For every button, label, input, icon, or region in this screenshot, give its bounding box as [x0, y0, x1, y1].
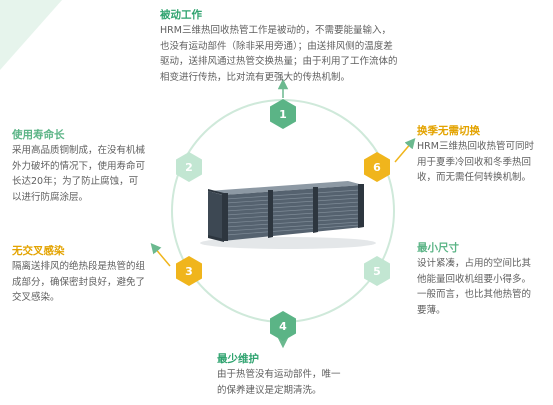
feature-desc: 隔离送排风的绝热段是热管的组 成部分，确保密封良好，避免了 交叉感染。 [12, 261, 146, 303]
feature-title: 无交叉感染 [12, 245, 65, 257]
feature-no-season-switch: 换季无需切换 HRM三维热回收热管可同时 用于夏季冷回收和冬季热回 收，而无需任… [417, 124, 551, 186]
feature-title: 使用寿命长 [12, 129, 65, 141]
arrow-left [150, 242, 171, 267]
feature-no-cross-infection: 无交叉感染 隔离送排风的绝热段是热管的组 成部分，确保密封良好，避免了 交叉感染… [12, 244, 172, 306]
corner-decoration [0, 0, 62, 70]
hex-number-6: 6 [373, 160, 381, 174]
feature-desc: HRM三维热回收热管工作是被动的，不需要能量输入， 也没有运动部件（除非采用旁通… [160, 25, 398, 83]
hex-number-3: 3 [185, 264, 193, 278]
hrm-device [200, 181, 376, 249]
feature-desc: 采用高品质铜制成，在没有机械 外力破坏的情况下，使用寿命可 长达20年；为了防止… [12, 145, 146, 203]
feature-title: 换季无需切换 [417, 125, 480, 137]
arrow-right [394, 137, 416, 163]
feature-long-life: 使用寿命长 采用高品质铜制成，在没有机械 外力破坏的情况下，使用寿命可 长达20… [12, 128, 172, 205]
feature-passive-work: 被动工作 HRM三维热回收热管工作是被动的，不需要能量输入， 也没有运动部件（除… [160, 8, 435, 85]
feature-desc: 设计紧凑，占用的空间比其 他能量回收机组要小得多。 一般而言，也比其他热管的 要… [417, 258, 532, 316]
hex-badge-2: 2 [173, 151, 205, 183]
hex-number-1: 1 [279, 107, 287, 121]
feature-title: 最少维护 [217, 353, 259, 365]
feature-title: 最小尺寸 [417, 242, 459, 254]
hex-badge-4: 4 [267, 310, 299, 342]
hex-number-5: 5 [373, 264, 381, 278]
hex-number-4: 4 [279, 319, 287, 333]
feature-min-size: 最小尺寸 设计紧凑，占用的空间比其 他能量回收机组要小得多。 一般而言，也比其他… [417, 241, 551, 318]
hex-badge-6: 6 [361, 151, 393, 183]
hex-badge-5: 5 [361, 255, 393, 287]
hex-badge-1: 1 [267, 98, 299, 130]
feature-desc: HRM三维热回收热管可同时 用于夏季冷回收和冬季热回 收，而无需任何转换机制。 [417, 141, 534, 183]
feature-title: 被动工作 [160, 9, 202, 21]
hex-badge-3: 3 [173, 255, 205, 287]
hex-number-2: 2 [185, 160, 193, 174]
feature-desc: 由于热管没有运动部件，唯一 的保养建议是定期清洗。 [217, 369, 341, 396]
feature-min-maintenance: 最少维护 由于热管没有运动部件，唯一 的保养建议是定期清洗。 [217, 352, 377, 398]
